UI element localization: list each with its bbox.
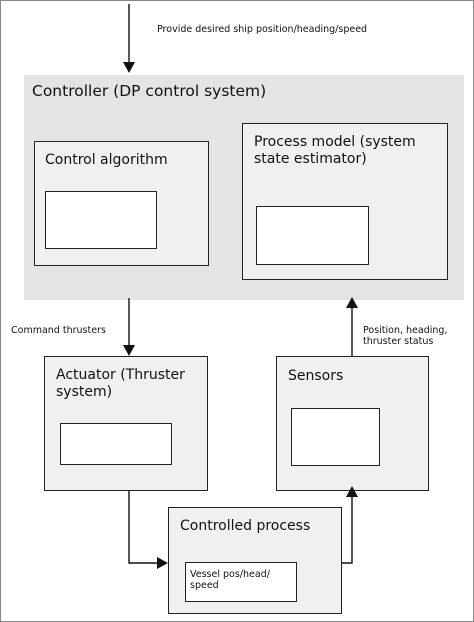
controller-title: Controller (DP control system) <box>32 82 267 100</box>
controlled-process-title: Controlled process <box>180 518 311 534</box>
controlled-process-inner-box <box>185 562 297 602</box>
process-model-title: Process model (system state estimator) <box>254 134 416 167</box>
controlled-process-inner-label: Vessel pos/head/ speed <box>190 569 270 591</box>
actuator-inner-box <box>60 423 172 465</box>
control-algorithm-inner-box <box>45 191 157 249</box>
sensors-inner-box <box>291 408 380 466</box>
process-model-inner-box <box>256 206 369 265</box>
sensors-title: Sensors <box>288 368 344 384</box>
command-arrow-label: Command thrusters <box>11 325 106 336</box>
control-algorithm-title: Control algorithm <box>45 152 168 168</box>
input-arrow-label: Provide desired ship position/heading/sp… <box>157 24 368 35</box>
feedback-arrow-label: Position, heading, thruster status <box>363 325 448 347</box>
actuator-title: Actuator (Thruster system) <box>56 367 185 400</box>
